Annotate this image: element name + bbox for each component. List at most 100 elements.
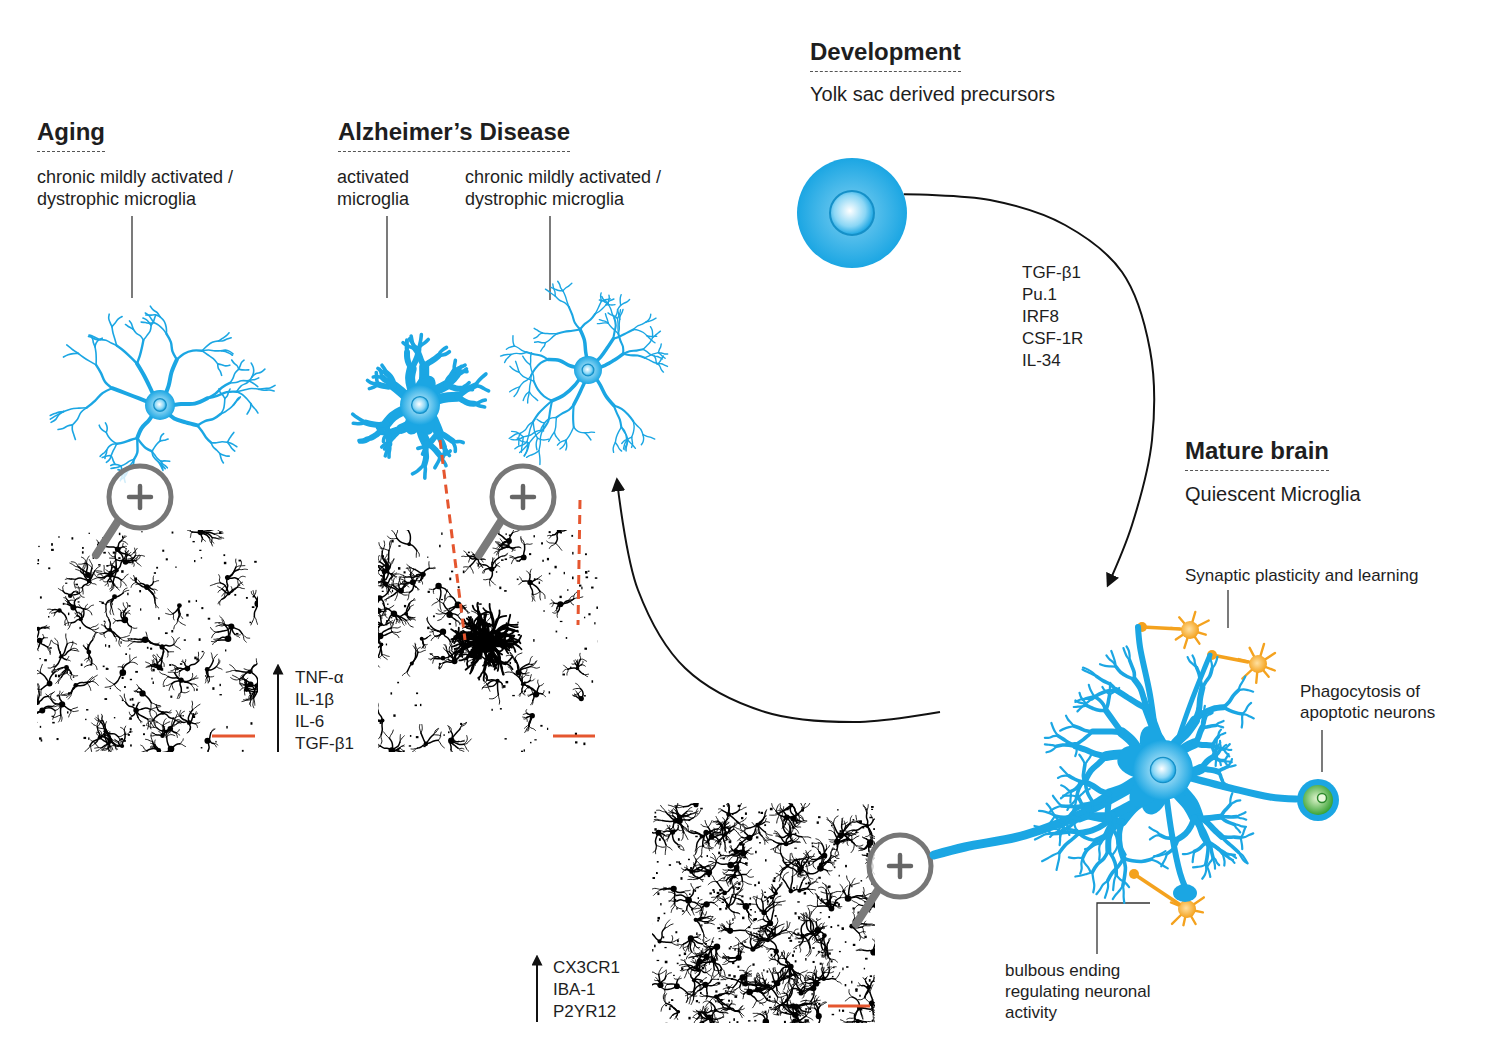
micrograph xyxy=(137,685,139,688)
micrograph xyxy=(391,559,394,565)
micrograph xyxy=(150,648,152,650)
micrograph xyxy=(128,638,134,641)
micrograph xyxy=(153,576,155,582)
micrograph xyxy=(416,587,419,590)
micrograph xyxy=(515,546,521,548)
micrograph xyxy=(505,637,512,642)
micrograph xyxy=(530,661,536,667)
micrograph xyxy=(424,742,429,747)
micrograph xyxy=(208,618,210,620)
micrograph xyxy=(48,647,51,654)
micrograph xyxy=(580,659,586,661)
micrograph xyxy=(44,637,48,638)
micrograph xyxy=(387,603,388,604)
micrograph xyxy=(378,740,380,746)
micrograph xyxy=(468,552,470,554)
micrograph xyxy=(150,707,160,710)
micrograph xyxy=(115,745,116,750)
micrograph xyxy=(549,573,551,575)
micrograph xyxy=(410,605,414,608)
micrograph xyxy=(212,687,214,690)
micrograph xyxy=(168,609,173,614)
micrograph xyxy=(170,696,172,698)
micrograph xyxy=(120,669,127,676)
micrograph xyxy=(122,535,125,540)
micrograph xyxy=(435,583,441,589)
micrograph xyxy=(114,585,119,590)
micrograph xyxy=(128,638,135,640)
micrograph xyxy=(397,615,401,617)
micrograph xyxy=(444,644,447,651)
micrograph xyxy=(208,677,210,682)
micrograph xyxy=(588,613,590,615)
micrograph xyxy=(141,531,142,532)
micrograph xyxy=(214,638,220,640)
micrograph xyxy=(559,596,561,598)
micrograph xyxy=(199,638,201,641)
micrograph xyxy=(78,601,80,602)
micrograph xyxy=(133,708,138,713)
micrograph xyxy=(518,634,520,636)
micrograph xyxy=(74,591,78,593)
micrograph xyxy=(193,541,195,542)
micrograph xyxy=(96,733,101,736)
micrograph xyxy=(440,629,446,635)
micrograph xyxy=(238,579,243,585)
micrograph xyxy=(401,620,404,625)
micrograph xyxy=(163,685,165,686)
micrograph xyxy=(129,657,136,662)
micrograph xyxy=(420,572,425,577)
micrograph xyxy=(92,663,97,669)
micrograph xyxy=(432,630,435,636)
micrograph xyxy=(60,672,62,675)
micrograph xyxy=(424,645,426,648)
micrograph xyxy=(522,675,525,678)
micrograph xyxy=(489,566,494,571)
micrograph xyxy=(404,571,406,573)
micrograph xyxy=(187,729,190,733)
micrograph xyxy=(38,546,39,547)
micrograph xyxy=(130,556,132,565)
micrograph xyxy=(44,659,47,661)
micrograph xyxy=(478,672,484,679)
micrograph xyxy=(555,608,557,611)
micrograph xyxy=(48,567,50,569)
micrograph xyxy=(215,741,216,743)
micrograph xyxy=(147,647,149,649)
micrograph xyxy=(169,664,171,666)
micrograph xyxy=(174,716,182,719)
micrograph xyxy=(235,634,240,637)
micrograph xyxy=(451,629,457,634)
micrograph xyxy=(135,577,137,580)
micrograph xyxy=(139,690,145,696)
micrograph xyxy=(171,723,179,727)
micrograph xyxy=(152,733,156,735)
micrograph xyxy=(512,530,520,533)
micrograph xyxy=(103,729,107,733)
micrograph xyxy=(168,672,174,674)
micrograph xyxy=(451,750,453,752)
micrograph xyxy=(186,614,188,617)
micrograph xyxy=(390,692,392,694)
micrograph xyxy=(204,738,210,744)
micrograph xyxy=(463,566,470,567)
micrograph xyxy=(182,715,183,716)
micrograph xyxy=(177,603,182,608)
micrograph xyxy=(464,739,472,744)
micrograph xyxy=(131,582,136,587)
micrograph xyxy=(383,612,385,615)
micrograph xyxy=(57,738,59,740)
micrograph xyxy=(103,581,108,582)
micrograph xyxy=(122,557,123,563)
micrograph xyxy=(86,609,92,615)
micrograph xyxy=(460,723,467,730)
micrograph xyxy=(155,599,159,608)
micrograph xyxy=(172,684,174,690)
micrograph xyxy=(154,719,157,728)
micrograph xyxy=(62,694,69,696)
micrograph xyxy=(388,621,392,624)
micrograph xyxy=(64,623,71,625)
micrograph xyxy=(235,559,237,567)
micrograph xyxy=(67,599,69,603)
micrograph xyxy=(516,560,519,562)
